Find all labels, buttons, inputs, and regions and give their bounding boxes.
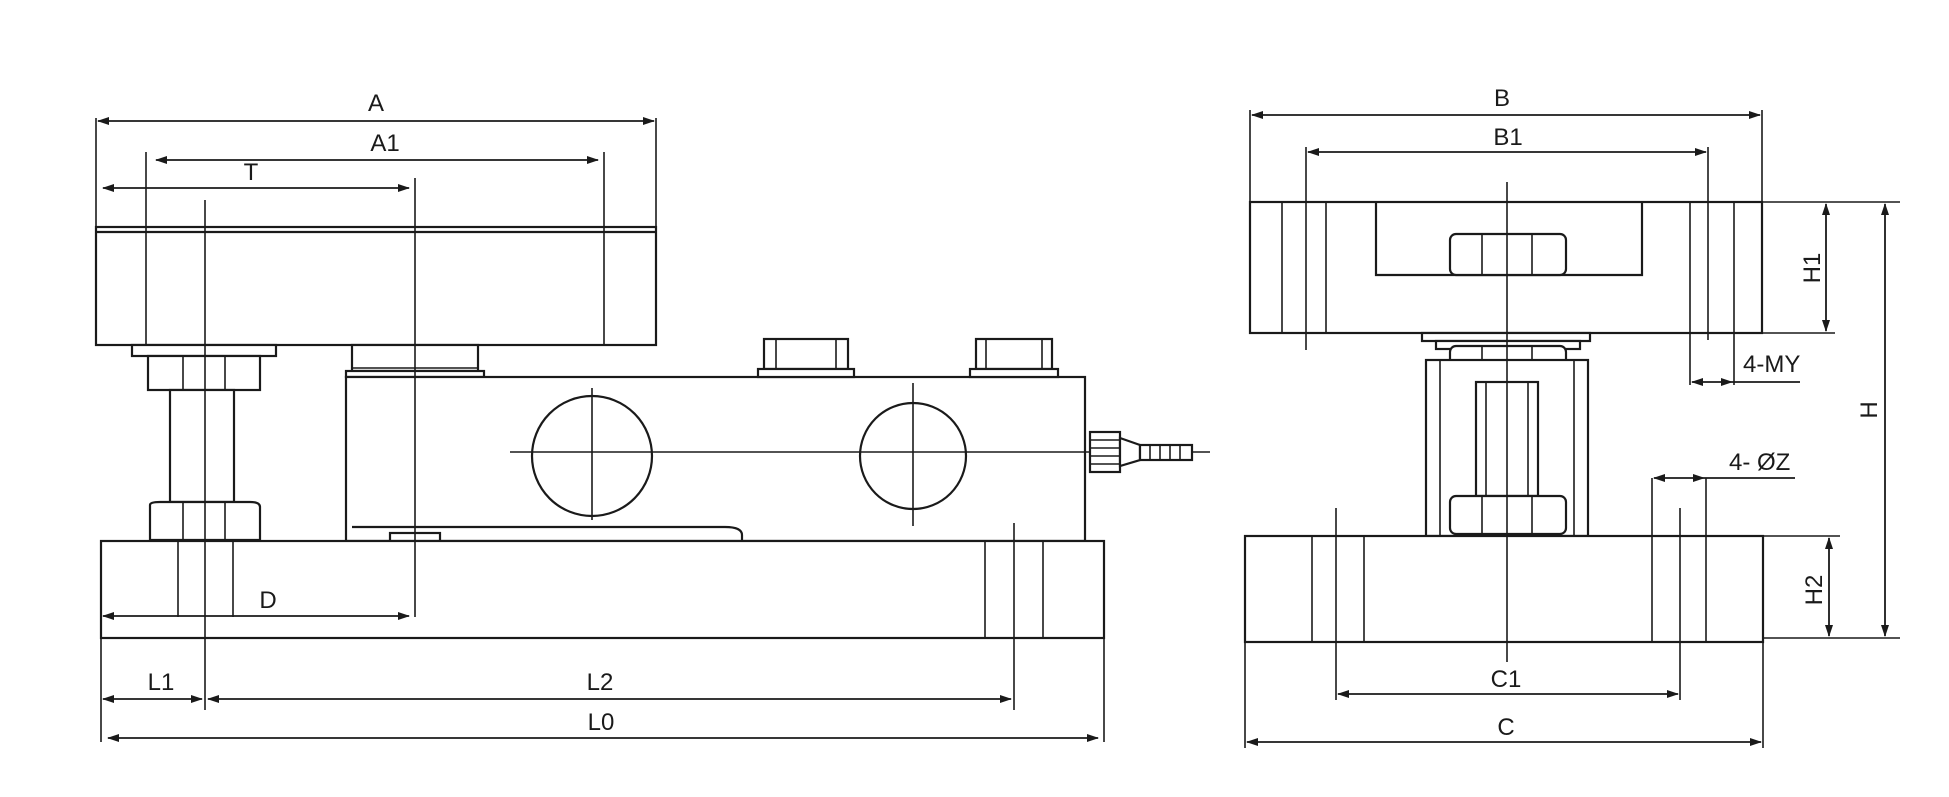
front-top-plate (94, 225, 658, 347)
label-C1: C1 (1491, 666, 1522, 693)
front-top-washer (130, 343, 278, 358)
front-cable-connector (1088, 430, 1194, 474)
front-bolt-2 (968, 337, 1060, 379)
label-B1: B1 (1493, 124, 1522, 151)
front-load-cell (344, 375, 1087, 543)
label-Z: 4- ØZ (1729, 449, 1790, 476)
label-MY: 4-MY (1743, 351, 1800, 378)
side-top-nut (1448, 232, 1568, 277)
label-H: H (1856, 401, 1883, 418)
label-L0: L0 (588, 709, 615, 736)
label-L1: L1 (148, 669, 175, 696)
label-L2: L2 (587, 669, 614, 696)
label-T: T (244, 159, 259, 186)
front-upper-nut (146, 354, 262, 392)
label-A1: A1 (370, 130, 399, 157)
label-C: C (1497, 714, 1514, 741)
side-lower-nut (1448, 494, 1568, 536)
front-post (168, 388, 236, 504)
label-H1: H1 (1799, 253, 1826, 284)
label-H2: H2 (1801, 575, 1828, 606)
label-B: B (1494, 85, 1510, 112)
label-A: A (368, 90, 384, 117)
front-view: A A1 T D L1 L2 L0 (94, 90, 1210, 742)
label-D: D (259, 587, 276, 614)
front-bolt-1 (756, 337, 856, 379)
side-view: B B1 H1 4-MY H 4- ØZ H2 C1 C (1243, 85, 1900, 748)
front-base-plate (99, 539, 1106, 640)
side-base-plate (1243, 534, 1765, 644)
